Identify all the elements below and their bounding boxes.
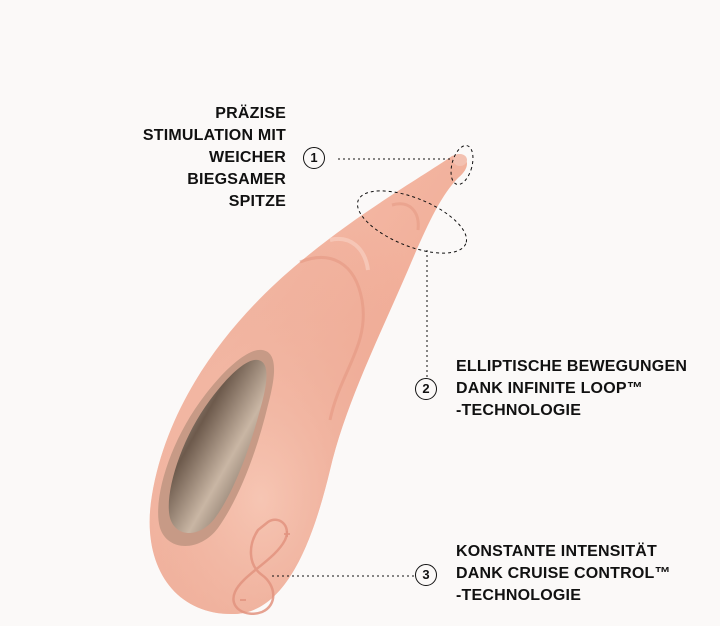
feature-3-line: -TECHNOLOGIE: [456, 587, 582, 604]
feature-2-line: -TECHNOLOGIE: [456, 402, 582, 419]
tip-dashed-ring: [450, 145, 474, 185]
feature-2-label: ELLIPTISCHE BEWEGUNGEN DANK INFINITE LOO…: [456, 356, 687, 422]
feature-3-line: KONSTANTE INTENSITÄT: [456, 543, 658, 560]
feature-2-line: DANK INFINITE LOOP™: [456, 380, 643, 397]
feature-2-number-badge: 2: [415, 378, 437, 400]
neck-dashed-ring: [356, 190, 468, 254]
feature-3-number-badge: 3: [415, 564, 437, 586]
feature-1-label: PRÄZISE STIMULATION MIT WEICHER BIEGSAME…: [143, 103, 286, 213]
feature-1-line: BIEGSAMER: [187, 171, 286, 188]
feature-1-line: PRÄZISE: [215, 105, 286, 122]
feature-3-label: KONSTANTE INTENSITÄT DANK CRUISE CONTROL…: [456, 541, 671, 607]
feature-1-number-badge: 1: [303, 147, 325, 169]
feature-1-line: SPITZE: [228, 193, 286, 210]
feature-1-line: STIMULATION MIT: [142, 127, 286, 144]
feature-3-line: DANK CRUISE CONTROL™: [456, 565, 671, 582]
device-tip: [453, 154, 467, 166]
feature-2-line: ELLIPTISCHE BEWEGUNGEN: [456, 358, 688, 375]
plus-icon: [284, 531, 290, 537]
feature-1-line: WEICHER: [209, 149, 286, 166]
